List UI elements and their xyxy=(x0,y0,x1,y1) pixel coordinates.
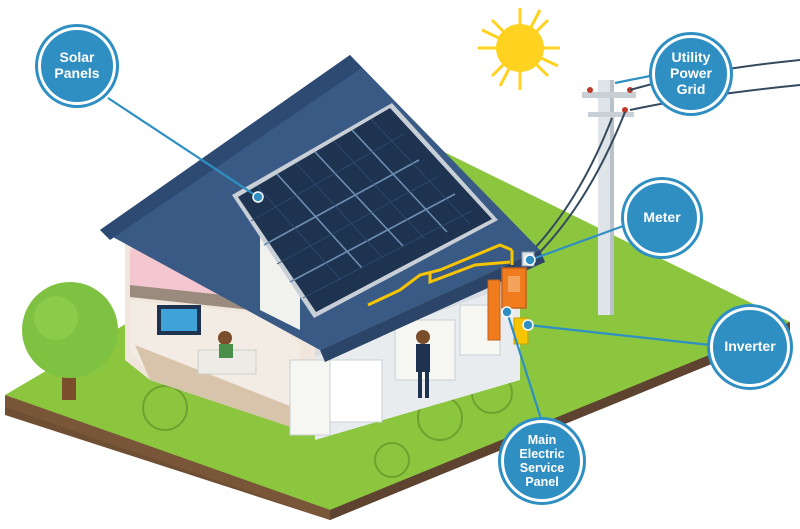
utility-pole xyxy=(582,80,636,315)
callout-main-electric-service-panel: Main Electric Service Panel xyxy=(501,420,583,502)
solar-panel-array xyxy=(232,103,498,318)
inverter-box xyxy=(501,267,527,309)
service-panel-box xyxy=(487,279,529,345)
callout-inverter: Inverter xyxy=(710,307,790,387)
bush xyxy=(374,442,410,478)
callout-anchor-dot xyxy=(524,254,536,266)
callout-anchor-dot xyxy=(501,306,513,318)
callout-anchor-dot xyxy=(252,191,264,203)
callout-solar-panels: Solar Panels xyxy=(38,27,116,105)
bush xyxy=(142,385,188,431)
sun-icon xyxy=(478,8,560,90)
callout-meter: Meter xyxy=(624,180,700,256)
callout-leader-lines xyxy=(107,73,711,426)
callout-anchor-dot xyxy=(522,319,534,331)
tree-left xyxy=(22,282,118,400)
callout-utility-power-grid: Utility Power Grid xyxy=(652,35,730,113)
